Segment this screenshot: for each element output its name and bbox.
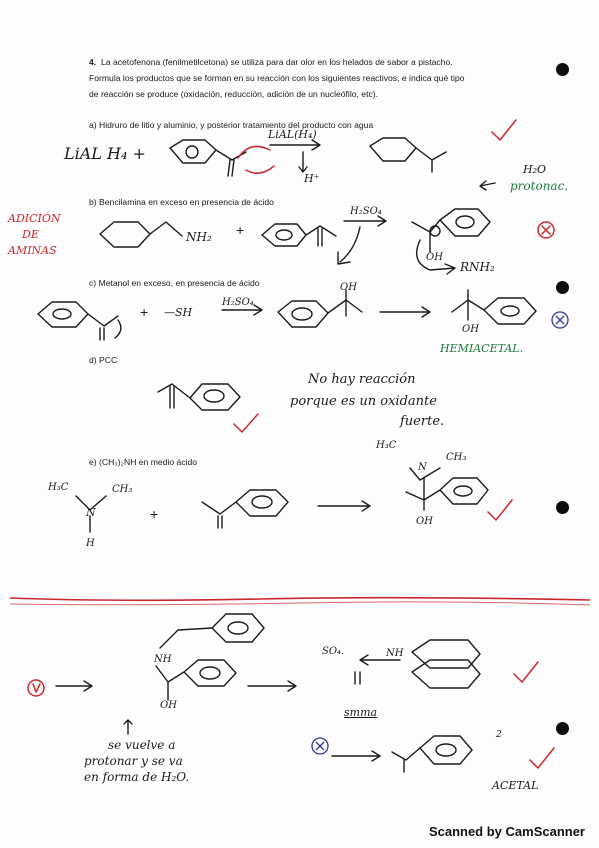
camscanner-footer: Scanned by CamScanner — [428, 824, 585, 839]
hw-note-1: se vuelve a — [108, 738, 176, 752]
hw-hplus: H⁺ — [304, 172, 320, 185]
hw-n-e: N — [86, 506, 96, 519]
plus-sign: + — [140, 304, 149, 320]
hw-oh-e: OH — [416, 516, 433, 527]
hw-de: DE — [22, 228, 39, 241]
hw-oh-c: OH — [340, 282, 357, 293]
plus-sign: + — [236, 222, 245, 238]
hw-sh: —SH — [164, 306, 193, 319]
hw-h2so4-b: H₂SO₄ — [350, 206, 382, 217]
hw-nh2: NH₂ — [186, 230, 212, 244]
plus-sign: + — [150, 506, 159, 522]
part-e-text: e) (CH₃)₂NH en medio ácido — [89, 457, 198, 467]
hw-oh-b: OH — [426, 252, 443, 263]
hw-note-2: protonar y se va — [84, 754, 183, 768]
hw-ch3-e2: CH₃ — [446, 452, 467, 463]
hw-lialh4-arrow: LiAL(H₄) — [268, 128, 317, 141]
bullet-dot — [556, 501, 569, 514]
hw-note-3: en forma de H₂O. — [84, 770, 190, 784]
hw-two: 2 — [496, 730, 502, 740]
hw-ch3-e: CH₃ — [112, 484, 133, 495]
hw-h3c-e: H₃C — [48, 482, 69, 493]
bullet-dot — [556, 63, 569, 76]
hw-no-hay-2: porque es un oxidante — [290, 394, 437, 409]
hw-hemiacetal: HEMIACETAL. — [440, 342, 524, 355]
hw-rnh2: RNH₂ — [460, 260, 495, 274]
hw-nh-f: NH — [154, 654, 172, 665]
question-number: 4. — [89, 57, 97, 67]
part-c-text: c) Metanol en exceso, en presencia de ác… — [89, 278, 260, 288]
hw-oh-c2: OH — [462, 324, 479, 335]
hw-protonac: protonac. — [510, 179, 569, 193]
hw-oh-f: OH — [160, 700, 177, 711]
hw-no-hay-1: No hay reacción — [308, 372, 416, 387]
hw-h2o: H₂O — [523, 163, 547, 176]
part-d-text: d) PCC — [89, 355, 118, 365]
hw-smma: smma — [344, 706, 378, 719]
hw-nh-f2: NH — [386, 648, 404, 659]
hw-so4-f: SO₄. — [322, 646, 345, 657]
hw-n-e2: N — [418, 462, 427, 473]
hw-aminas: AMINAS — [8, 244, 57, 257]
question-line-3: de reacción se produce (oxidación, reduc… — [89, 89, 379, 99]
hw-adicion: ADICIÓN — [8, 212, 61, 225]
hw-h-e: H — [86, 538, 95, 549]
hw-h3c-e2: H₃C — [376, 440, 397, 451]
bullet-dot — [556, 281, 569, 294]
hw-no-hay-3: fuerte. — [400, 414, 445, 429]
hw-acetal: ACETAL — [492, 779, 539, 792]
part-a-text: a) Hidruro de litio y aluminio, y poster… — [89, 120, 374, 130]
question-line-1: La acetofenona (fenilmetilcetona) se uti… — [101, 57, 453, 67]
hw-h2so4-c: H₂SO₄ — [222, 297, 254, 308]
part-b-text: b) Bencilamina en exceso en presencia de… — [89, 197, 274, 207]
bullet-dot — [556, 722, 569, 735]
question-line-2: Formula los productos que se forman en s… — [89, 73, 465, 83]
hw-lialh4: LiAL H₄ + — [64, 144, 146, 163]
